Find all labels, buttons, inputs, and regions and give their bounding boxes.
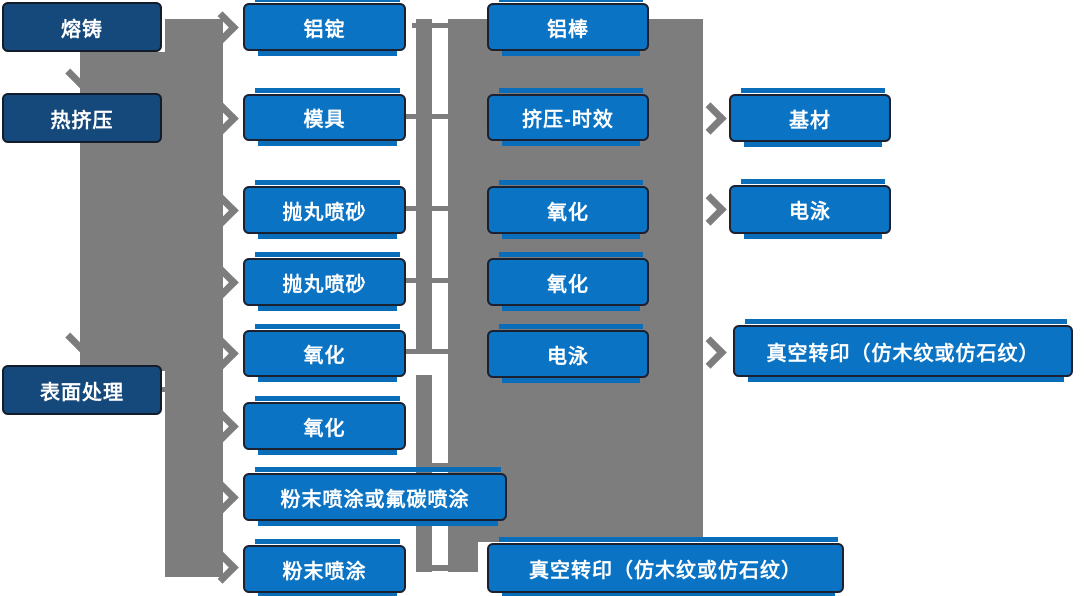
node-hot-extrusion: 热挤压 — [2, 93, 162, 143]
node-aluminum-rod: 铝棒 — [487, 0, 649, 56]
connector-left-bus — [165, 19, 223, 577]
connector-stub-row2 — [406, 114, 448, 119]
node-shot-blasting-2: 抛丸喷砂 — [243, 252, 406, 311]
node-label: 熔铸 — [61, 18, 103, 41]
node-label: 抛丸喷砂 — [282, 273, 367, 296]
node-aluminum-ingot: 铝锭 — [243, 0, 406, 56]
node-label: 电泳 — [789, 201, 831, 223]
node-oxidation-1: 氧化 — [243, 324, 406, 382]
node-surface-treatment: 表面处理 — [2, 365, 162, 415]
node-vacuum-transfer-1: 真空转印（仿木纹或仿石纹） — [487, 537, 844, 596]
node-label: 氧化 — [303, 417, 346, 440]
node-melting-casting: 熔铸 — [2, 2, 162, 52]
node-electrophoresis-2: 电泳 — [729, 179, 891, 239]
node-label: 氧化 — [547, 201, 589, 224]
node-mold: 模具 — [243, 88, 406, 146]
node-oxidation-3: 氧化 — [487, 180, 649, 239]
node-label: 真空转印（仿木纹或仿石纹） — [766, 342, 1040, 365]
connector-stub-bottom — [430, 565, 450, 571]
node-powder-coating: 粉末喷涂 — [243, 539, 406, 596]
connector-stub-row1 — [412, 23, 448, 28]
node-base-material: 基材 — [729, 88, 891, 147]
node-oxidation-2: 氧化 — [243, 396, 406, 455]
connector-stub-row4 — [406, 278, 448, 283]
node-label: 铝棒 — [547, 18, 589, 41]
node-powder-or-fluorocarbon-coating: 粉末喷涂或氟碳喷涂 — [243, 467, 507, 526]
node-oxidation-4: 氧化 — [487, 252, 649, 311]
node-label: 铝锭 — [303, 18, 346, 41]
node-label: 氧化 — [547, 273, 589, 296]
node-label: 氧化 — [303, 345, 346, 367]
connector-stub-prepanel — [430, 463, 448, 468]
connector-mid-bar-upper — [416, 19, 432, 353]
connector-surface-link — [159, 387, 174, 392]
connector-panel-leg — [448, 542, 478, 572]
node-electrophoresis-1: 电泳 — [487, 324, 649, 383]
node-label: 基材 — [789, 109, 831, 132]
node-label: 挤压-时效 — [522, 109, 614, 131]
connector-stub-row5 — [406, 349, 448, 354]
node-extrusion-aging: 挤压-时效 — [487, 88, 649, 146]
node-label: 真空转印（仿木纹或仿石纹） — [529, 559, 802, 582]
node-label: 粉末喷涂 — [282, 560, 367, 583]
connector-stub-row3 — [406, 206, 448, 211]
node-label: 热挤压 — [50, 109, 114, 132]
node-label: 抛丸喷砂 — [282, 201, 367, 224]
node-shot-blasting-1: 抛丸喷砂 — [243, 180, 406, 239]
node-label: 电泳 — [547, 345, 589, 368]
node-label: 模具 — [303, 109, 346, 131]
node-label: 粉末喷涂或氟碳喷涂 — [280, 488, 470, 511]
node-vacuum-transfer-2: 真空转印（仿木纹或仿石纹） — [733, 319, 1073, 382]
node-label: 表面处理 — [40, 381, 124, 404]
